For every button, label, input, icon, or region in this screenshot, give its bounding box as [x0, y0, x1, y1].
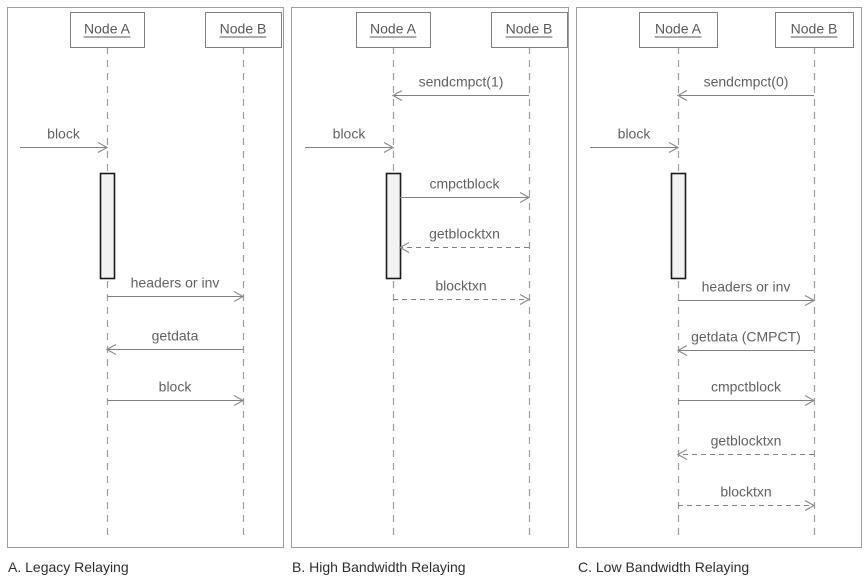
participant-label-node-a: Node A: [370, 21, 417, 37]
message-arrowhead: [668, 141, 680, 154]
message-c-msg-1: sendcmpct(0): [676, 74, 814, 102]
message-arrowhead: [105, 343, 117, 356]
message-arrowhead: [391, 89, 403, 102]
message-label: sendcmpct(1): [419, 74, 504, 90]
message-label: sendcmpct(0): [704, 74, 789, 90]
message-label: block: [47, 126, 81, 142]
panel-caption-a: A. Legacy Relaying: [8, 559, 129, 575]
participant-box-node-b: [491, 12, 568, 48]
panel-caption-b: B. High Bandwidth Relaying: [292, 559, 466, 575]
participant-box-node-b: [775, 12, 854, 48]
panel-caption-c: C. Low Bandwidth Relaying: [578, 559, 749, 575]
message-label: getdata (CMPCT): [691, 329, 801, 345]
message-c-msg-6: getblocktxn: [676, 433, 814, 461]
panel-a: Node A Node B block headers or inv getdata bl…: [7, 7, 284, 548]
participant-label-node-b: Node B: [791, 21, 838, 37]
message-arrowhead: [233, 290, 245, 303]
message-b-msg-1: sendcmpct(1): [391, 74, 529, 102]
message-a-msg-3: getdata: [105, 328, 243, 356]
message-c-msg-3: headers or inv: [678, 279, 816, 307]
participant-label-node-a: Node A: [84, 21, 131, 37]
message-label: block: [159, 379, 193, 395]
message-c-msg-2: block: [590, 126, 680, 154]
message-c-msg-7: blocktxn: [678, 484, 816, 512]
panel-b: Node A Node B sendcmpct(1) block cmpctblock g…: [291, 7, 569, 548]
message-label: getblocktxn: [429, 226, 500, 242]
message-arrowhead: [676, 89, 688, 102]
message-a-msg-1: block: [20, 126, 109, 154]
message-a-msg-4: block: [107, 379, 245, 407]
participant-label-node-b: Node B: [506, 21, 553, 37]
participant-box-node-a: [356, 12, 431, 48]
message-arrowhead: [383, 141, 395, 154]
message-b-msg-5: blocktxn: [393, 278, 531, 306]
activation-bar-1: [99, 172, 116, 280]
message-arrowhead: [233, 394, 245, 407]
message-arrowhead: [804, 294, 816, 307]
message-label: getdata: [152, 328, 199, 344]
message-c-msg-5: cmpctblock: [678, 379, 816, 407]
panel-frame: [7, 7, 284, 548]
message-arrowhead: [398, 241, 410, 254]
panel-frame: [291, 7, 569, 548]
message-label: headers or inv: [702, 279, 791, 295]
participant-box-node-a: [70, 12, 145, 48]
participant-label-node-b: Node B: [220, 21, 267, 37]
message-label: cmpctblock: [711, 379, 782, 395]
participant-box-node-b: [205, 12, 282, 48]
panel-c: Node A Node B sendcmpct(0) block headers or …: [576, 7, 862, 548]
message-arrowhead: [676, 448, 688, 461]
message-b-msg-3: cmpctblock: [400, 176, 531, 204]
message-label: blocktxn: [720, 484, 771, 500]
message-b-msg-4: getblocktxn: [398, 226, 529, 254]
participant-label-node-a: Node A: [655, 21, 702, 37]
message-b-msg-2: block: [305, 126, 395, 154]
message-arrowhead: [519, 191, 531, 204]
panel-frame: [576, 7, 862, 548]
panels-layer: Node A Node B block headers or inv getdata bl…: [7, 7, 862, 548]
message-label: block: [333, 126, 367, 142]
message-arrowhead: [804, 499, 816, 512]
message-arrowhead: [97, 141, 109, 154]
message-c-msg-4: getdata (CMPCT): [676, 329, 814, 357]
participant-box-node-a: [639, 12, 718, 48]
message-label: headers or inv: [131, 275, 220, 291]
message-a-msg-2: headers or inv: [107, 275, 245, 303]
message-arrowhead: [804, 394, 816, 407]
message-label: getblocktxn: [711, 433, 782, 449]
message-label: blocktxn: [435, 278, 486, 294]
activation-bar-1: [670, 172, 687, 280]
activation-bar-1: [385, 172, 402, 280]
message-arrowhead: [519, 293, 531, 306]
message-arrowhead: [676, 344, 688, 357]
message-label: cmpctblock: [429, 176, 500, 192]
message-label: block: [618, 126, 652, 142]
captions-layer: A. Legacy Relaying B. High Bandwidth Rela…: [8, 559, 749, 575]
